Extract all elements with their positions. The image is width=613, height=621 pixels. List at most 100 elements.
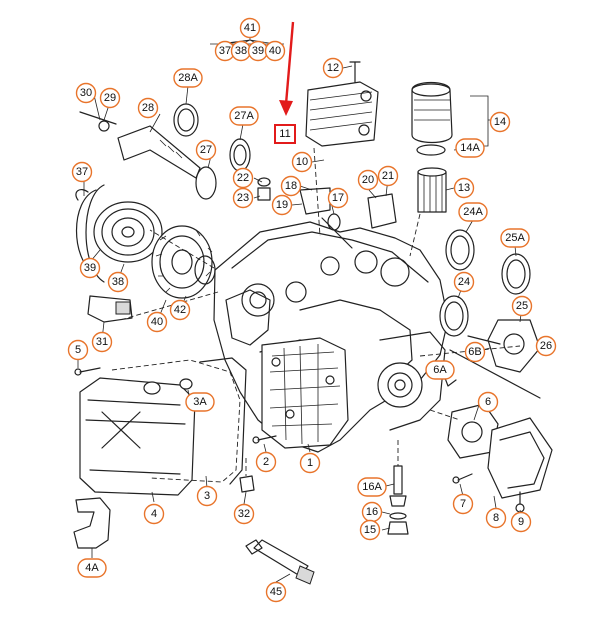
callout-22[interactable]: 22 <box>232 167 254 189</box>
callout-6a[interactable]: 6A <box>425 360 455 380</box>
callout-7[interactable]: 7 <box>452 493 474 515</box>
callout-circle <box>485 507 507 529</box>
callout-26[interactable]: 26 <box>535 335 557 357</box>
callout-circle <box>229 106 259 126</box>
callout-circle <box>453 271 475 293</box>
callout-21[interactable]: 21 <box>377 165 399 187</box>
callout-label: 28A <box>178 72 198 84</box>
callout-label: 4 <box>151 508 157 520</box>
callout-label: 29 <box>104 92 116 104</box>
callout-circle <box>510 511 532 533</box>
callout-37[interactable]: 37 <box>71 161 93 183</box>
callout-label: 25 <box>516 300 528 312</box>
callout-label: 27A <box>234 110 254 122</box>
callout-9[interactable]: 9 <box>510 511 532 533</box>
highlight-arrow <box>279 21 295 116</box>
callout-40[interactable]: 40 <box>264 40 286 62</box>
callout-18[interactable]: 18 <box>280 175 302 197</box>
callout-label: 24 <box>458 276 470 288</box>
callout-13[interactable]: 13 <box>453 177 475 199</box>
callout-circle <box>327 187 349 209</box>
callout-17[interactable]: 17 <box>327 187 349 209</box>
callout-label: 40 <box>151 316 163 328</box>
callout-circle <box>143 503 165 525</box>
callout-label: 16A <box>362 481 382 493</box>
callout-8[interactable]: 8 <box>485 507 507 529</box>
highlight-label: 11 <box>279 128 290 140</box>
callout-label: 8 <box>493 512 499 524</box>
callout-39[interactable]: 39 <box>79 257 101 279</box>
callout-circle <box>239 17 261 39</box>
callout-10[interactable]: 10 <box>291 151 313 173</box>
callout-circle <box>271 194 293 216</box>
callout-3a[interactable]: 3A <box>185 392 215 412</box>
callout-27[interactable]: 27 <box>195 139 217 161</box>
callout-label: 39 <box>252 45 264 57</box>
callout-circle <box>99 87 121 109</box>
callout-label: 3A <box>193 396 207 408</box>
callout-circle <box>455 138 485 158</box>
callout-circle <box>196 485 218 507</box>
callout-27a[interactable]: 27A <box>229 106 259 126</box>
callout-label: 5 <box>75 344 81 356</box>
callout-circle <box>232 187 254 209</box>
callout-31[interactable]: 31 <box>91 331 113 353</box>
callout-circle <box>464 341 486 363</box>
callout-38[interactable]: 38 <box>107 271 129 293</box>
parts-artwork <box>73 61 553 585</box>
callout-16a[interactable]: 16A <box>357 477 387 497</box>
callout-24a[interactable]: 24A <box>458 202 488 222</box>
callout-30[interactable]: 30 <box>75 82 97 104</box>
callout-label: 17 <box>332 192 344 204</box>
callout-25a[interactable]: 25A <box>500 228 530 248</box>
callout-label: 10 <box>296 156 308 168</box>
callout-4[interactable]: 4 <box>143 503 165 525</box>
callout-20[interactable]: 20 <box>357 169 379 191</box>
callout-41[interactable]: 41 <box>239 17 261 39</box>
callout-circle <box>453 177 475 199</box>
callout-4a[interactable]: 4A <box>77 558 107 578</box>
callout-32[interactable]: 32 <box>233 503 255 525</box>
callout-39[interactable]: 39 <box>247 40 269 62</box>
callout-label: 45 <box>270 586 282 598</box>
callout-6[interactable]: 6 <box>477 391 499 413</box>
callout-42[interactable]: 42 <box>169 299 191 321</box>
highlight-part-11[interactable]: 11 <box>274 124 296 144</box>
callout-28[interactable]: 28 <box>137 97 159 119</box>
callout-14[interactable]: 14 <box>489 111 511 133</box>
callout-25[interactable]: 25 <box>511 295 533 317</box>
callout-14a[interactable]: 14A <box>455 138 485 158</box>
callout-label: 6 <box>485 396 491 408</box>
callout-label: 26 <box>540 340 552 352</box>
callout-6b[interactable]: 6B <box>464 341 486 363</box>
callout-5[interactable]: 5 <box>67 339 89 361</box>
callout-23[interactable]: 23 <box>232 187 254 209</box>
callout-12[interactable]: 12 <box>322 57 344 79</box>
callout-label: 13 <box>458 182 470 194</box>
callout-19[interactable]: 19 <box>271 194 293 216</box>
callout-28a[interactable]: 28A <box>173 68 203 88</box>
callout-45[interactable]: 45 <box>265 581 287 603</box>
callout-1[interactable]: 1 <box>299 452 321 474</box>
callout-circle <box>107 271 129 293</box>
callout-label: 7 <box>460 498 466 510</box>
callout-circle <box>146 311 168 333</box>
callout-16[interactable]: 16 <box>361 501 383 523</box>
callout-3[interactable]: 3 <box>196 485 218 507</box>
callout-40[interactable]: 40 <box>146 311 168 333</box>
callout-38[interactable]: 38 <box>230 40 252 62</box>
callout-label: 24A <box>463 206 483 218</box>
callout-label: 16 <box>366 506 378 518</box>
callout-label: 2 <box>263 456 269 468</box>
callout-label: 39 <box>84 262 96 274</box>
callout-circle <box>75 82 97 104</box>
callout-label: 37 <box>76 166 88 178</box>
callout-circle <box>458 202 488 222</box>
callout-2[interactable]: 2 <box>255 451 277 473</box>
callout-circle <box>535 335 557 357</box>
callout-29[interactable]: 29 <box>99 87 121 109</box>
callout-15[interactable]: 15 <box>359 519 381 541</box>
callout-24[interactable]: 24 <box>453 271 475 293</box>
